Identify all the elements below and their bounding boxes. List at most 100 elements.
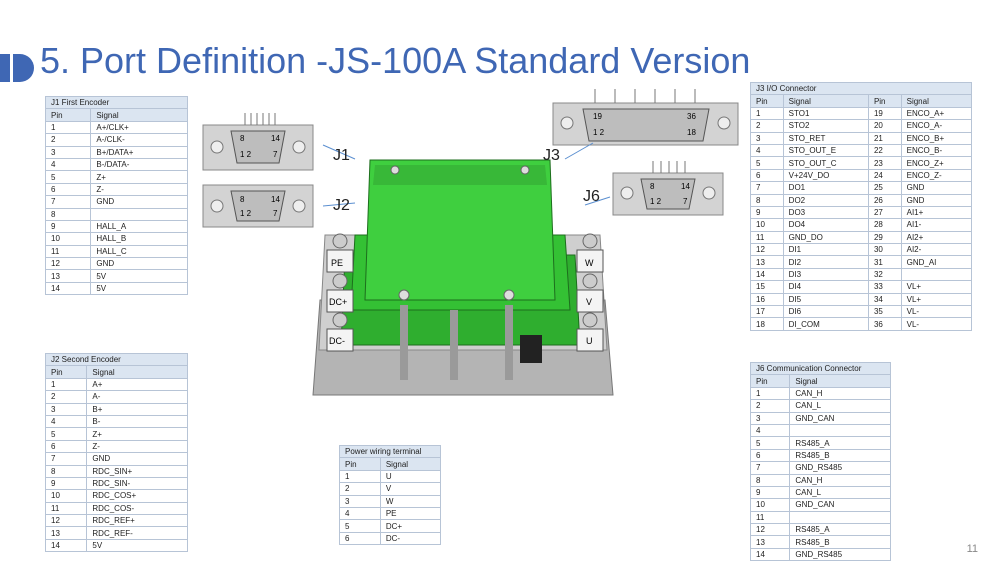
table-cell: 7	[44, 195, 92, 209]
table-cell: VL-	[900, 317, 973, 331]
table-cell: 9	[44, 476, 88, 491]
table-cell: U	[379, 469, 442, 484]
table-row: 4	[749, 423, 891, 438]
table-cell: 9	[44, 219, 92, 234]
svg-text:14: 14	[271, 134, 280, 143]
table-cell: 5	[44, 427, 88, 441]
table-cell: 6	[44, 439, 88, 454]
table-cell	[900, 267, 973, 282]
table-cell: GND_CAN	[789, 411, 891, 425]
svg-text:PE: PE	[331, 258, 343, 268]
table-cell: 33	[867, 280, 902, 294]
table-cell: HALL_A	[90, 219, 188, 234]
table-cell: 25	[867, 181, 902, 195]
table-cell: GND_RS485	[789, 461, 891, 475]
table-cell: GND	[86, 452, 188, 466]
table-cell: 5	[339, 519, 381, 533]
column-header: Pin	[867, 94, 902, 108]
svg-text:W: W	[585, 258, 594, 268]
table-cell: CAN_H	[789, 473, 891, 487]
table-cell: 21	[867, 131, 902, 145]
table-cell: 5	[749, 436, 791, 450]
table-cell: 18	[750, 317, 784, 331]
table-cell: 24	[867, 168, 902, 183]
table-cell: 7	[749, 461, 791, 475]
svg-text:19: 19	[593, 112, 602, 121]
table-cell: DI1	[782, 243, 869, 257]
table-cell: GND_DO	[782, 230, 869, 245]
table-cell: DI2	[782, 255, 869, 269]
table-cell: AI1+	[900, 205, 973, 220]
table-cell: 35	[867, 305, 902, 319]
table-cell: 22	[867, 143, 902, 158]
table-cell: 1	[339, 469, 381, 484]
table-cell: 31	[867, 255, 902, 269]
table-cell: DI5	[782, 292, 869, 307]
table-cell: 2	[44, 390, 88, 404]
svg-text:8: 8	[650, 182, 655, 191]
table-cell: DC+	[379, 519, 442, 533]
svg-text:14: 14	[681, 182, 690, 191]
table-cell: 6	[750, 168, 784, 183]
j2-label: J2	[333, 197, 350, 214]
table-cell: A-/CLK-	[90, 133, 188, 147]
table-cell: VL-	[900, 305, 973, 319]
table-cell: 14	[44, 281, 92, 296]
table-caption-row: J6 Communication Connector	[750, 361, 891, 376]
table-cell: 12	[44, 514, 88, 528]
table-cell: 15	[750, 280, 784, 294]
table-cell: 1	[750, 106, 784, 121]
column-header: Pin	[44, 365, 88, 379]
table-cell: 13	[44, 269, 92, 283]
table-cell: 2	[339, 482, 381, 496]
table-cell: 2	[750, 119, 784, 133]
table-cell: 29	[867, 230, 902, 245]
table-cell: 10	[44, 489, 88, 503]
svg-text:1 2: 1 2	[240, 150, 252, 159]
table-cell: 4	[749, 423, 791, 438]
table-cell: RDC_SIN-	[86, 476, 188, 491]
column-header: Signal	[379, 457, 442, 471]
table-cell: RS485_B	[789, 535, 891, 549]
table-cell: 7	[750, 181, 784, 195]
table-cell: A+/CLK+	[90, 120, 188, 135]
table-cell: 16	[750, 292, 784, 307]
table-cell: GND_RS485	[789, 547, 891, 562]
table-cell: RDC_REF-	[86, 526, 188, 540]
table-cell: 10	[749, 498, 791, 512]
table-cell: 10	[44, 232, 92, 246]
table-cell: 8	[749, 473, 791, 487]
table-cell: B+	[86, 402, 188, 416]
table-cell: CAN_L	[789, 485, 891, 500]
table-cell: 8	[44, 464, 88, 478]
svg-text:7: 7	[683, 197, 688, 206]
table-cell: STO2	[782, 119, 869, 133]
terminal-block-left: PE DC+ DC-	[326, 233, 354, 352]
table-cell: 34	[867, 292, 902, 307]
table-cell: 17	[750, 305, 784, 319]
